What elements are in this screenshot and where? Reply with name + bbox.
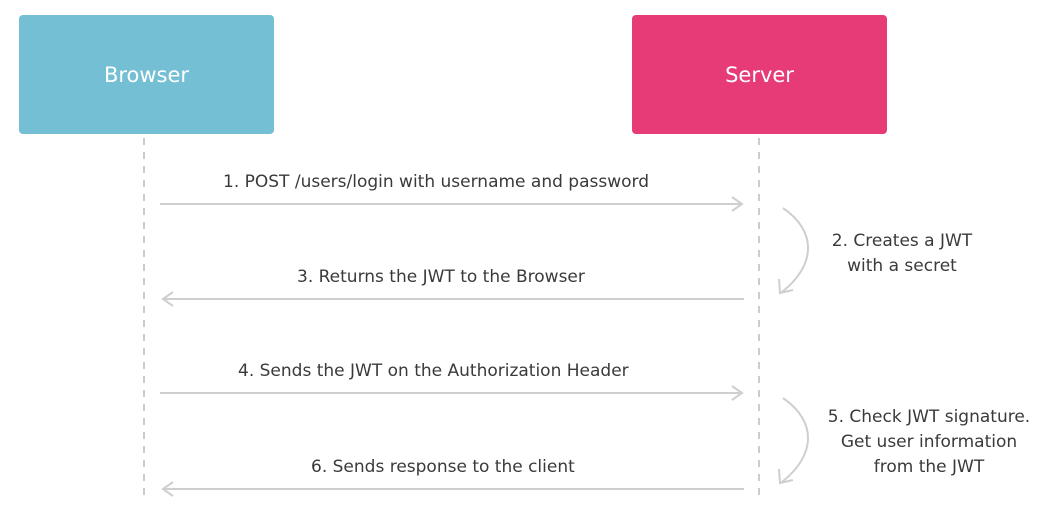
note-check-signature-line-3: from the JWT bbox=[873, 457, 985, 477]
message-arrow-4 bbox=[160, 385, 744, 401]
self-loop-arrow-5-curve bbox=[781, 397, 809, 483]
server-actor-box: Server bbox=[632, 15, 887, 134]
self-loop-arrow-2-head bbox=[778, 278, 794, 295]
note-create-jwt-line-2: with a secret bbox=[847, 256, 957, 276]
message-label-4: 4. Sends the JWT on the Authorization He… bbox=[238, 361, 629, 381]
self-loop-arrow-5 bbox=[778, 397, 809, 485]
browser-actor-label: Browser bbox=[103, 62, 190, 87]
browser-actor-box: Browser bbox=[19, 15, 274, 134]
note-check-signature-line-1: 5. Check JWT signature. bbox=[827, 407, 1031, 427]
message-arrow-1 bbox=[160, 196, 744, 212]
message-arrow-3-head bbox=[161, 291, 174, 307]
self-loop-arrow-5-head bbox=[778, 468, 794, 485]
self-loop-arrow-2-curve bbox=[781, 207, 809, 293]
server-actor-label: Server bbox=[725, 62, 794, 87]
message-arrow-6 bbox=[161, 481, 744, 497]
self-loop-arrow-2 bbox=[778, 207, 809, 295]
note-check-signature-line-2: Get user information bbox=[840, 432, 1018, 452]
note-create-jwt-line-1: 2. Creates a JWT bbox=[831, 231, 973, 251]
message-arrow-4-head bbox=[731, 385, 744, 401]
message-label-6: 6. Sends response to the client bbox=[311, 457, 575, 477]
message-arrow-6-head bbox=[161, 481, 174, 497]
note-check-signature: 5. Check JWT signature. Get user informa… bbox=[818, 405, 1040, 480]
message-arrow-1-head bbox=[731, 196, 744, 212]
message-label-1: 1. POST /users/login with username and p… bbox=[223, 172, 650, 192]
message-arrow-3 bbox=[161, 291, 744, 307]
note-create-jwt: 2. Creates a JWT with a secret bbox=[817, 229, 987, 279]
message-label-3: 3. Returns the JWT to the Browser bbox=[297, 267, 585, 287]
